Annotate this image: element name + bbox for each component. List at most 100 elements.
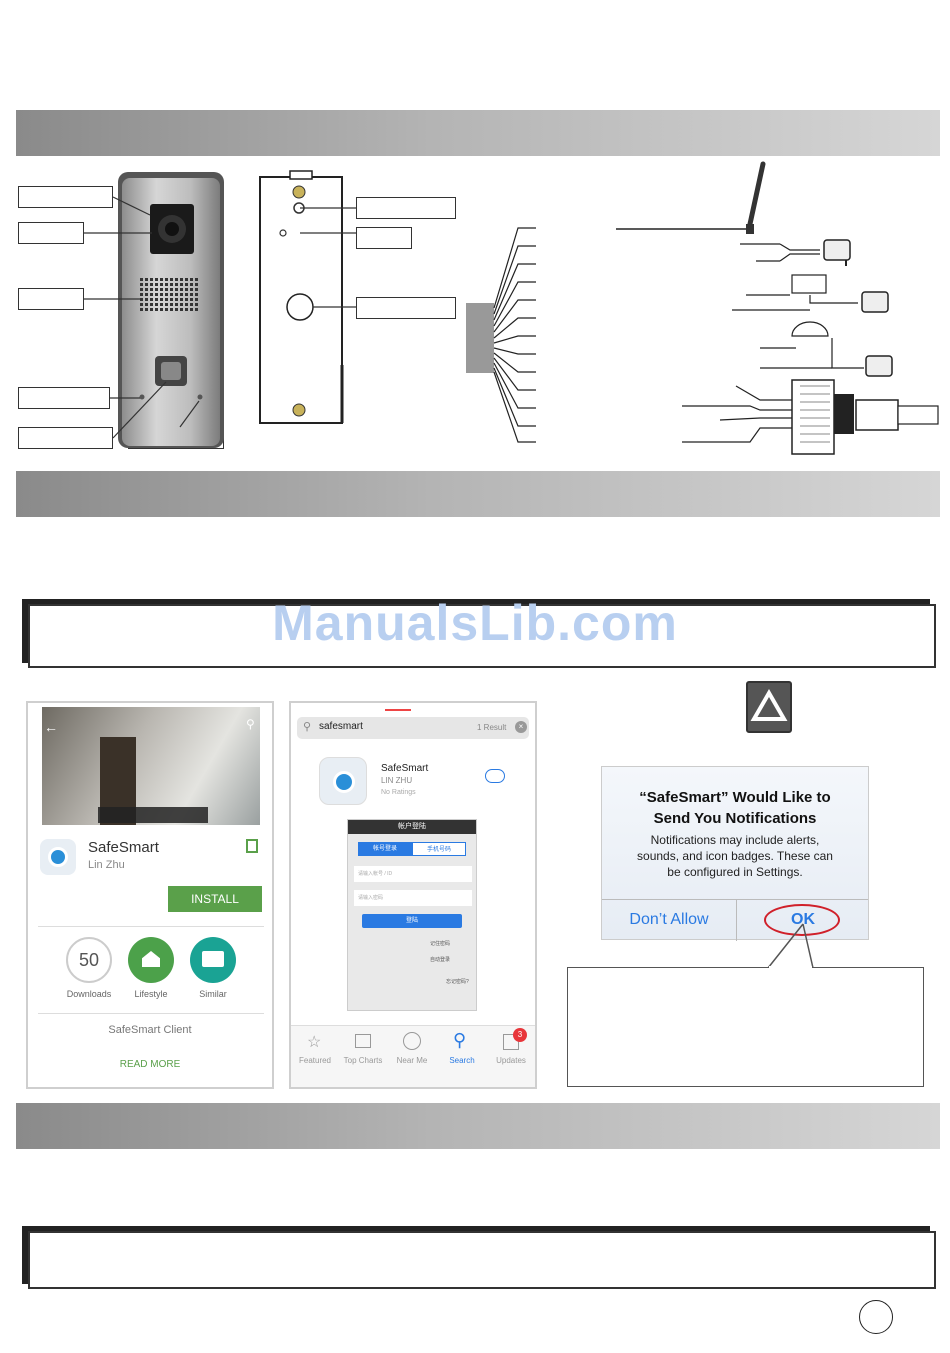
- app-description: SafeSmart Client: [108, 1024, 192, 1036]
- alert-body-line-1: Notifications may include alerts,: [650, 833, 820, 847]
- alert-body-line-3: be configured in Settings.: [667, 865, 803, 879]
- speaker-grille-hole: [185, 308, 188, 311]
- label-box-back-cable: [356, 297, 456, 319]
- speaker-grille-hole: [190, 303, 193, 306]
- speaker-grille-hole: [155, 308, 158, 311]
- camera-preview: ← ⚲: [42, 707, 260, 825]
- speaker-grille-hole: [190, 283, 193, 286]
- speaker-grille-hole: [185, 293, 188, 296]
- speaker-grille-hole: [155, 278, 158, 281]
- password-field: 请输入密码: [354, 890, 472, 906]
- label-box-back-screw: [356, 197, 456, 219]
- camera-controls-bar: [98, 807, 208, 823]
- downloads-label: Downloads: [66, 989, 112, 999]
- alert-title-line-1: “SafeSmart” Would Like to: [639, 789, 831, 806]
- speaker-grille-hole: [160, 293, 163, 296]
- label-box-button: [18, 427, 113, 449]
- speaker-grille-hole: [160, 303, 163, 306]
- speaker-grille-hole: [145, 308, 148, 311]
- speaker-grille-hole: [195, 293, 198, 296]
- speaker-grille-hole: [140, 278, 143, 281]
- read-more-link[interactable]: READ MORE: [119, 1059, 181, 1070]
- app-store-screenshot: ⚲ safesmart 1 Result × SafeSmart LIN ZHU…: [289, 701, 537, 1089]
- clear-icon[interactable]: ×: [515, 721, 527, 733]
- speaker-grille-hole: [140, 308, 143, 311]
- speaker-grille-hole: [170, 303, 173, 306]
- page-number-circle: [859, 1300, 893, 1334]
- speaker-grille-hole: [185, 303, 188, 306]
- section-header-band-3: [16, 1103, 940, 1149]
- alert-body-line-2: sounds, and icon badges. These can: [637, 849, 833, 863]
- wiring-diagram: [466, 161, 939, 455]
- speaker-grille-hole: [155, 288, 158, 291]
- speaker-grille-hole: [180, 308, 183, 311]
- search-bar[interactable]: ⚲ safesmart 1 Result ×: [297, 717, 529, 739]
- app-developer: Lin Zhu: [88, 859, 125, 871]
- tab-search[interactable]: Search: [449, 1056, 475, 1065]
- speaker-grille-hole: [145, 303, 148, 306]
- speaker-grille-hole: [140, 298, 143, 301]
- speaker-grille-hole: [150, 293, 153, 296]
- speaker-grille-hole: [175, 303, 178, 306]
- notification-permission-alert: “SafeSmart” Would Like to Send You Notif…: [601, 766, 869, 941]
- speaker-grille-hole: [190, 308, 193, 311]
- tab-updates[interactable]: Updates: [496, 1056, 526, 1065]
- speaker-grille-hole: [185, 298, 188, 301]
- lifestyle-icon[interactable]: [128, 937, 174, 983]
- ok-highlight-circle: [764, 904, 840, 936]
- speaker-grille-hole: [145, 298, 148, 301]
- speaker-grille-hole: [165, 293, 168, 296]
- speaker-grille-hole: [150, 303, 153, 306]
- similar-icon[interactable]: [190, 937, 236, 983]
- tab-featured[interactable]: Featured: [298, 1056, 332, 1065]
- app-icon: [40, 839, 76, 875]
- search-icon[interactable]: ⚲: [246, 717, 255, 731]
- section-header-band-1: [16, 110, 940, 156]
- top-indicator: [385, 709, 411, 711]
- near-me-icon[interactable]: [403, 1032, 421, 1050]
- speaker-grille-hole: [155, 293, 158, 296]
- app-preview-login: 帐户登陆 帐号登录 手机号码 请输入帐号 / ID 请输入密码 登陆 记住密码 …: [347, 819, 477, 1011]
- back-leader-lines: [300, 207, 356, 308]
- back-arrow-icon[interactable]: ←: [44, 719, 58, 735]
- doorbell-front-image: [84, 172, 224, 448]
- speaker-grille-hole: [195, 303, 198, 306]
- lifestyle-label: Lifestyle: [134, 989, 168, 999]
- tab-bar: ☆ Featured Top Charts Near Me ⚲ Search 3…: [291, 1025, 535, 1087]
- warning-icon: [746, 681, 792, 733]
- speaker-grille-hole: [150, 278, 153, 281]
- tab-near-me[interactable]: Near Me: [396, 1056, 428, 1065]
- speaker-grille-hole: [145, 283, 148, 286]
- speaker-grille-hole: [170, 283, 173, 286]
- top-charts-icon[interactable]: [355, 1034, 371, 1048]
- tab-top-charts[interactable]: Top Charts: [343, 1056, 383, 1065]
- updates-icon[interactable]: [503, 1034, 519, 1050]
- similar-label: Similar: [199, 989, 227, 999]
- featured-icon[interactable]: ☆: [307, 1034, 322, 1051]
- speaker-grille-hole: [160, 308, 163, 311]
- speaker-grille-hole: [150, 308, 153, 311]
- install-button[interactable]: INSTALL: [168, 886, 262, 912]
- result-app-icon[interactable]: [319, 757, 367, 805]
- search-query: safesmart: [319, 721, 363, 732]
- alert-title-line-2: Send You Notifications: [653, 810, 817, 827]
- divider: [38, 926, 264, 927]
- speaker-grille-hole: [165, 298, 168, 301]
- speaker-grille-hole: [140, 293, 143, 296]
- dont-allow-button[interactable]: Don’t Allow: [629, 911, 709, 928]
- wishlist-icon[interactable]: [246, 839, 258, 853]
- speaker-grille-hole: [175, 308, 178, 311]
- speaker-grille-hole: [195, 298, 198, 301]
- speaker-grille-hole: [160, 288, 163, 291]
- speaker-grille-hole: [140, 303, 143, 306]
- watermark: ManualsLib.com: [272, 595, 678, 651]
- label-box-camera: [18, 186, 113, 208]
- search-tab-icon[interactable]: ⚲: [453, 1030, 467, 1050]
- cloud-download-icon[interactable]: [485, 769, 505, 783]
- app-title: SafeSmart: [88, 839, 159, 856]
- speaker-grille-hole: [195, 288, 198, 291]
- speaker-grille-hole: [190, 288, 193, 291]
- speaker-grille-hole: [180, 298, 183, 301]
- speaker-grille-hole: [160, 298, 163, 301]
- speaker-grille-hole: [140, 283, 143, 286]
